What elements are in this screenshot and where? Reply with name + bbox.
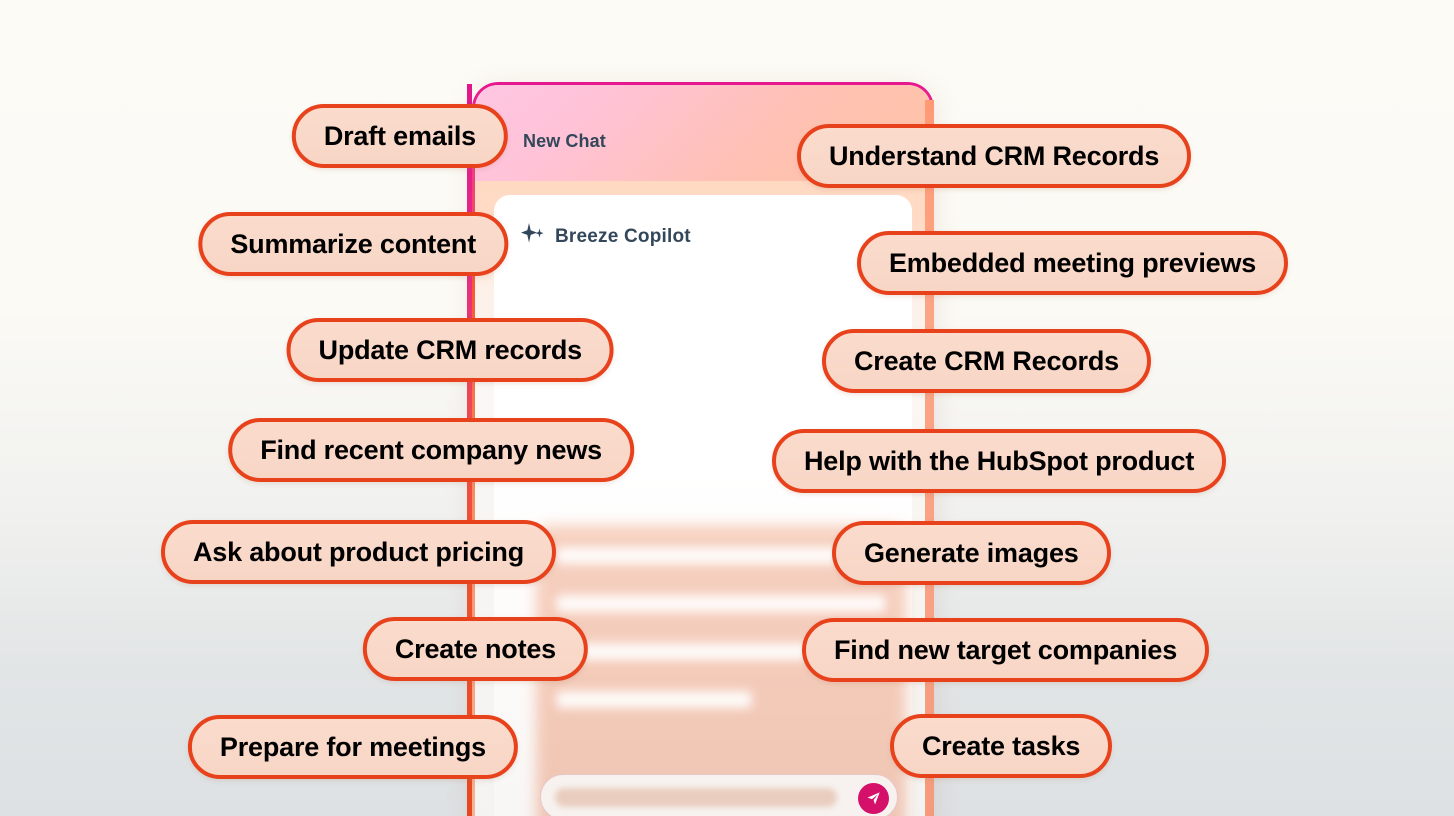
capability-pill-prepare-for-meetings[interactable]: Prepare for meetings [187, 715, 518, 779]
capability-pill-create-tasks[interactable]: Create tasks [890, 714, 1113, 778]
breeze-copilot-label: Breeze Copilot [555, 225, 691, 247]
capability-pill-understand-crm-records[interactable]: Understand CRM Records [797, 124, 1192, 188]
chat-conversation-card: Breeze Copilot [494, 195, 912, 816]
placeholder-line [556, 643, 874, 660]
capability-pill-summarize-content[interactable]: Summarize content [198, 212, 508, 276]
capability-pill-create-notes[interactable]: Create notes [362, 617, 588, 681]
placeholder-line [556, 595, 886, 612]
capability-pill-update-crm-records[interactable]: Update CRM records [286, 318, 614, 382]
sparkle-icon [520, 221, 546, 252]
capability-pill-find-new-target-companies[interactable]: Find new target companies [802, 618, 1210, 682]
chat-window-body: Breeze Copilot [475, 181, 931, 816]
capability-pill-embedded-meeting-previews[interactable]: Embedded meeting previews [857, 231, 1289, 295]
chat-title: New Chat [523, 131, 606, 151]
capability-pill-find-recent-company-news[interactable]: Find recent company news [228, 418, 634, 482]
placeholder-line [556, 547, 874, 564]
capability-pill-generate-images[interactable]: Generate images [832, 521, 1111, 585]
placeholder-line [556, 691, 752, 708]
capability-pill-help-with-the-hubspot-product[interactable]: Help with the HubSpot product [772, 429, 1227, 493]
send-button[interactable] [858, 783, 889, 814]
send-paper-plane-icon [867, 792, 880, 805]
breeze-copilot-chat-window: New Chat Breeze Copilot [472, 82, 934, 816]
breeze-copilot-brand: Breeze Copilot [520, 221, 691, 252]
capability-pill-create-crm-records[interactable]: Create CRM Records [822, 329, 1151, 393]
chat-input-bar[interactable] [540, 774, 898, 816]
capability-pill-draft-emails[interactable]: Draft emails [291, 104, 508, 168]
capability-pill-ask-about-product-pricing[interactable]: Ask about product pricing [160, 520, 556, 584]
chat-input-field[interactable] [555, 788, 837, 807]
